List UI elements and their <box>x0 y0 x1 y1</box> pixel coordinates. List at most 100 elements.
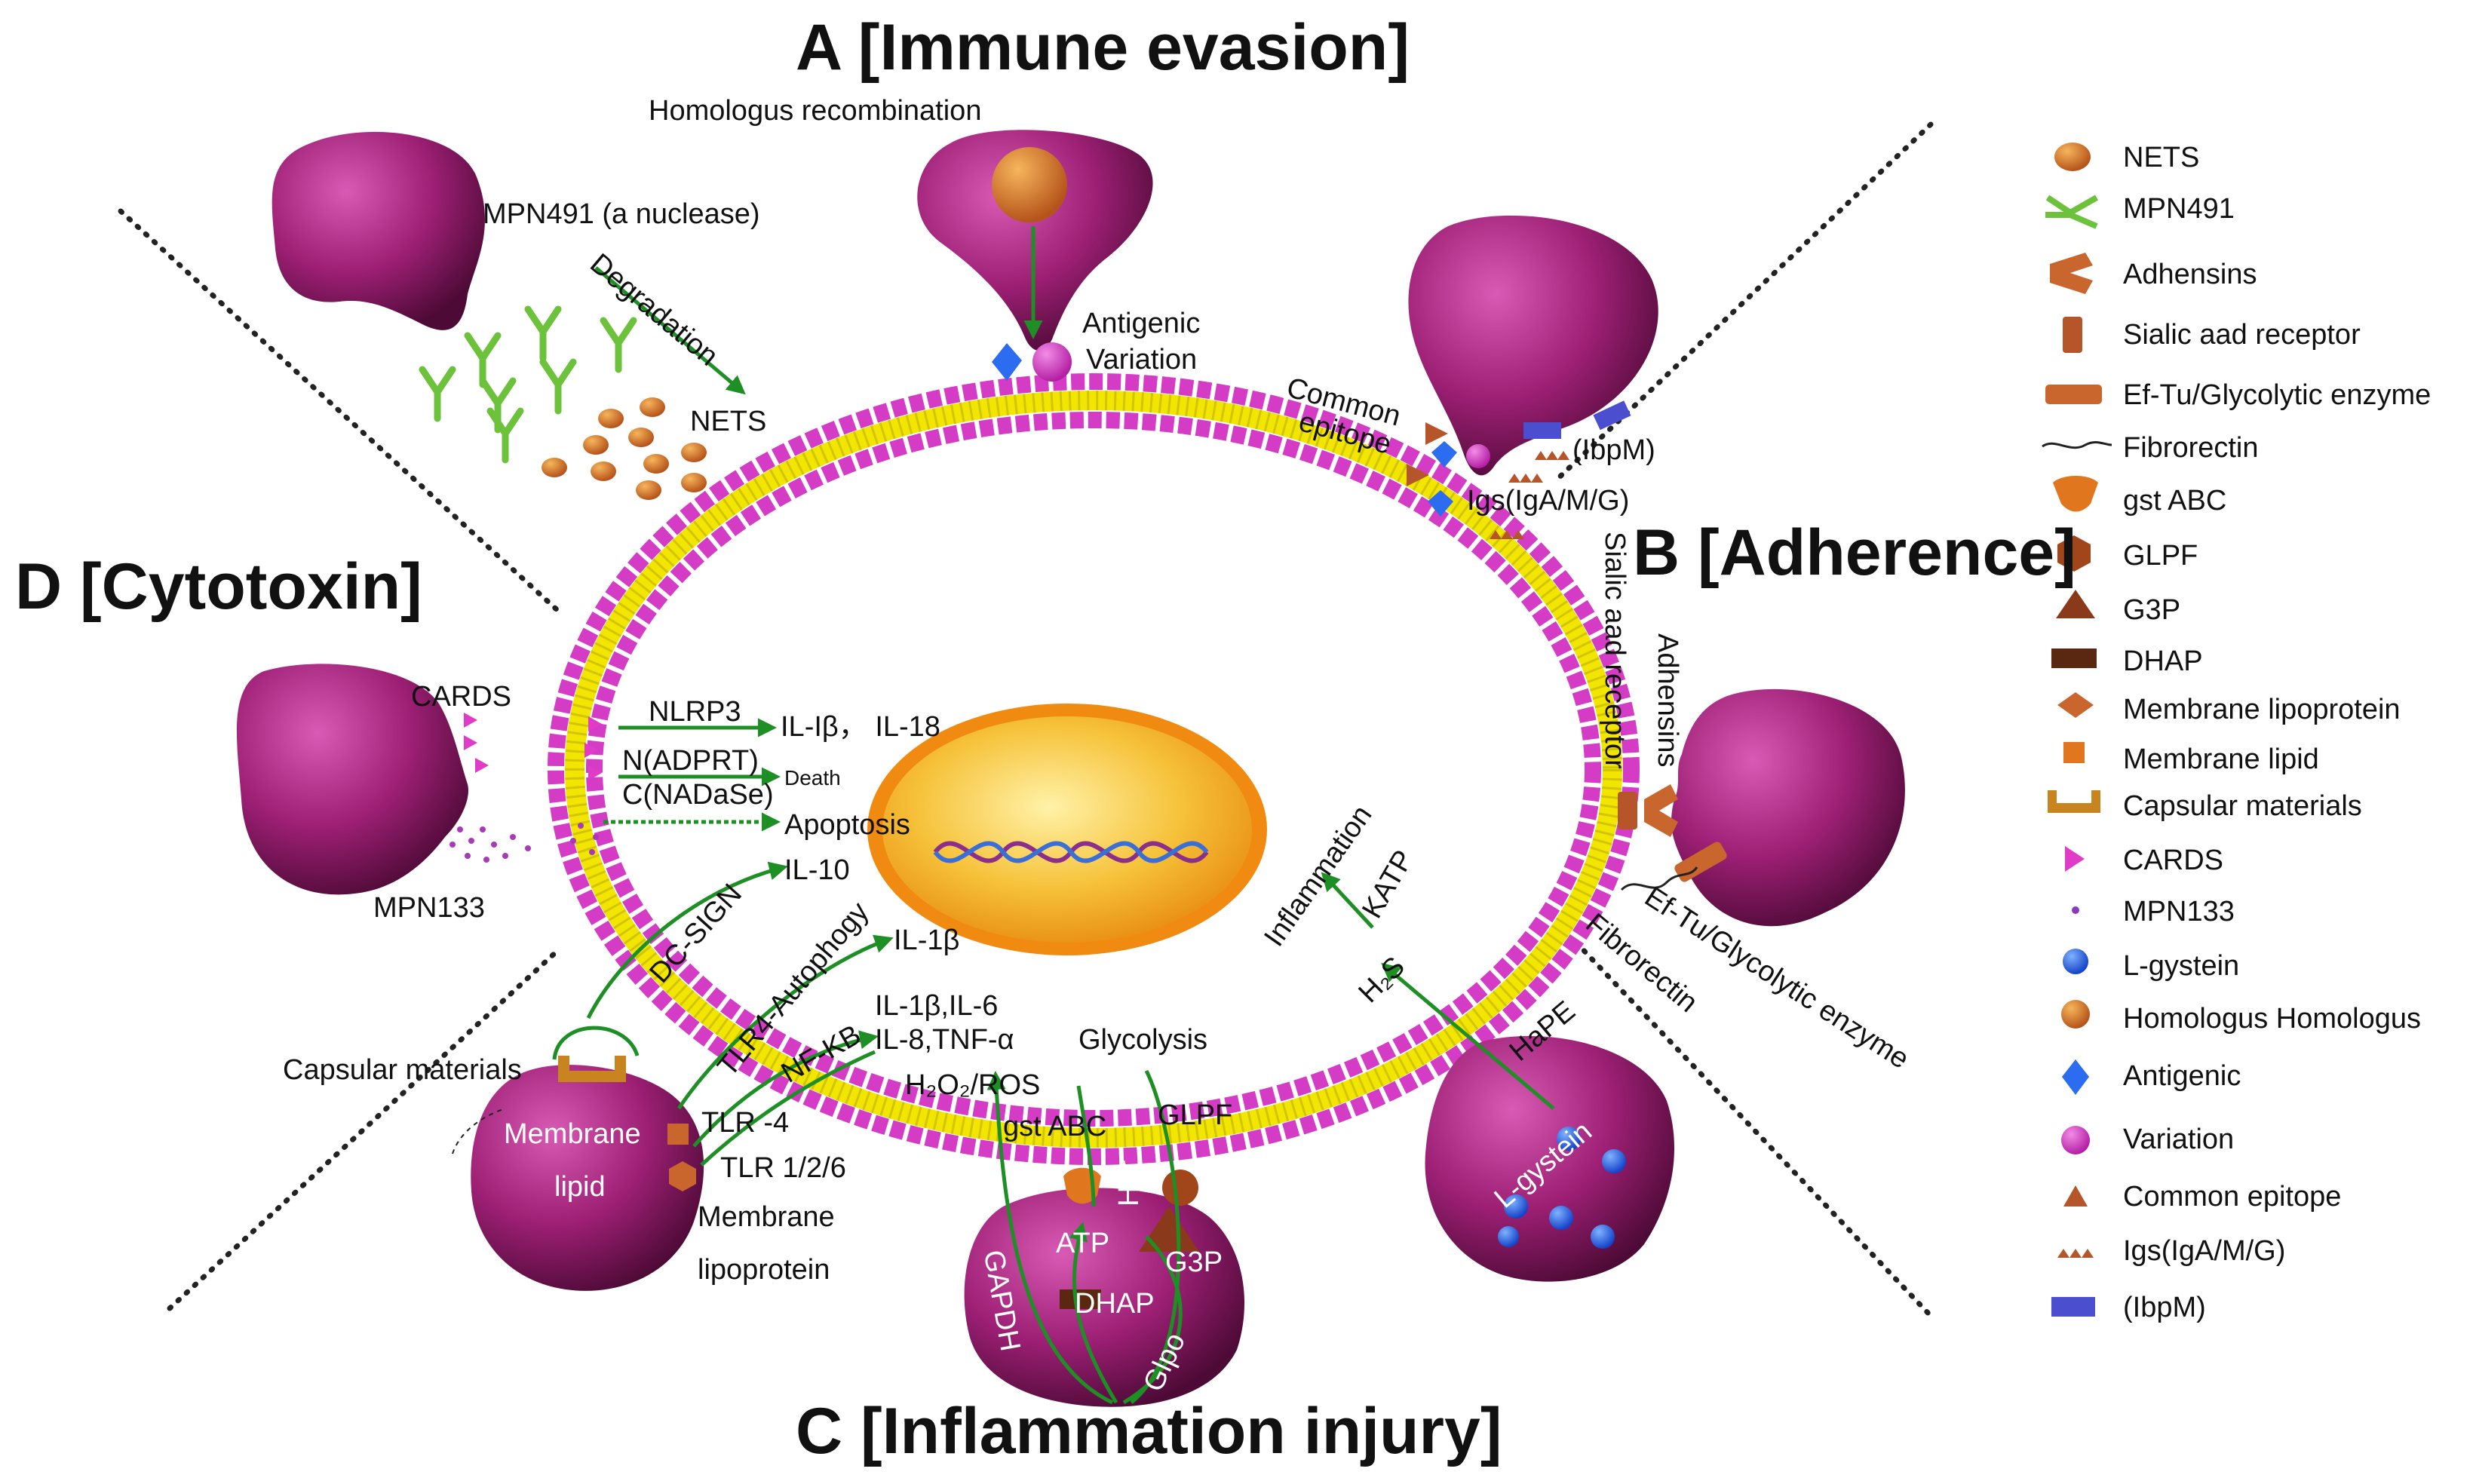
hpr-label: Hpr <box>1113 1160 1145 1207</box>
variation-icon <box>2061 1126 2090 1154</box>
ibpm-icon <box>2051 1297 2095 1317</box>
legend-label-glpf: GLPF <box>2123 540 2198 572</box>
pathogen-cell-right <box>1671 688 1905 927</box>
capsular-materials-shape <box>558 1056 626 1082</box>
sialic-receptor-icon <box>2063 317 2082 353</box>
mpn133-dots <box>449 823 599 863</box>
quadrant-dividers <box>118 121 1934 1319</box>
mpn491-cluster <box>419 305 637 464</box>
g3p-icon <box>2056 590 2095 618</box>
variation-ball <box>1032 342 1072 382</box>
legend-label-mpn133: MPN133 <box>2123 896 2235 928</box>
il1b-il18-label: IL-Iβ， IL-18 <box>781 711 940 743</box>
homologous-ball <box>992 147 1067 222</box>
membrane-lipid-label-2: lipid <box>554 1171 606 1203</box>
legend-label-common-epitope: Common epitope <box>2123 1181 2342 1213</box>
capsular-label: Capsular materials <box>283 1054 522 1086</box>
legend-label-fibrorectin: Fibrorectin <box>2123 432 2259 464</box>
mpn133-icon <box>2072 906 2079 914</box>
nlrp3-label: NLRP3 <box>649 696 741 728</box>
h2o2-label: H₂O₂/ROS <box>905 1069 1041 1101</box>
l-gystein-balls <box>1498 1127 1626 1249</box>
legend-label-antigenic: Antigenic <box>2123 1060 2241 1092</box>
legend-label-igs: Igs(IgA/M/G) <box>2123 1235 2286 1267</box>
homologous-recombination-label: Homologus recombination <box>649 95 982 127</box>
tlr126-label: TLR 1/2/6 <box>720 1152 846 1184</box>
igs-icon <box>2057 1249 2094 1258</box>
antigenic-diamond <box>992 343 1022 381</box>
dhap-label: DHAP <box>1075 1288 1155 1320</box>
nets-label: NETS <box>690 406 767 437</box>
pathogen-cell-bottom-right <box>1425 1035 1674 1282</box>
cytotoxin-arrows <box>603 718 781 832</box>
il10-label: IL-10 <box>784 854 850 886</box>
legend-label-adhensins: Adhensins <box>2123 259 2257 290</box>
legend-label-g3p: G3P <box>2123 594 2181 626</box>
legend-label-variation: Variation <box>2123 1124 2235 1155</box>
pathogen-cell-left <box>236 664 468 895</box>
tlr4-label: TLR -4 <box>701 1107 790 1139</box>
legend-label-membrane-lipoprotein: Membrane lipoprotein <box>2123 694 2401 725</box>
cards-label: CARDS <box>411 681 512 713</box>
fibrorectin-icon <box>2042 440 2112 449</box>
glycolysis-label: Glycolysis <box>1078 1024 1208 1056</box>
l-gystein-icon <box>2063 949 2088 974</box>
legend-label-nets: NETS <box>2123 142 2200 173</box>
legend-label-ef-tu: Ef-Tu/Glycolytic enzyme <box>2123 379 2432 411</box>
dhap-icon <box>2051 648 2097 668</box>
katp-arrow <box>1321 872 1374 929</box>
mpn491-label: MPN491 (a nuclease) <box>483 198 760 230</box>
cytokines-label-2: IL-8,TNF-α <box>875 1024 1014 1056</box>
membrane-lipoprotein-label-1: Membrane <box>698 1201 835 1233</box>
ef-tu-icon <box>2045 385 2102 404</box>
pathogen-cell-top-right <box>1408 215 1658 476</box>
adherence-cluster <box>1618 784 1727 891</box>
signaling-arrows <box>586 861 894 1167</box>
sialic-receptor-label: Sialic aad receptor <box>1599 532 1631 769</box>
section-d-title: D [Cytotoxin] <box>15 550 422 623</box>
nets-icon <box>2054 143 2091 171</box>
membrane-lipid-label-1: Membrane <box>504 1118 641 1150</box>
adhensins-label: Adhensins <box>1652 633 1683 768</box>
legend-label-sialic-receptor: Sialic aad receptor <box>2123 319 2361 351</box>
legend-label-capsular-materials: Capsular materials <box>2123 790 2362 822</box>
variation-label: Variation <box>1086 344 1198 376</box>
degradation-arrow <box>594 266 746 395</box>
cards-triangles <box>464 713 602 780</box>
tlr126-receptor <box>669 1161 696 1191</box>
membrane-lipoprotein-icon <box>2057 692 2094 718</box>
g3p-label: G3P <box>1165 1246 1223 1278</box>
cnadase-label: C(NADaSe) <box>622 779 774 811</box>
common-epitope-icon <box>2063 1185 2088 1207</box>
legend-label-l-gystein: L-gystein <box>2123 950 2240 982</box>
gst-abc-label: gst ABC <box>1003 1111 1107 1142</box>
pathogen-cell-bottom-left <box>471 1065 704 1291</box>
l-gystein-arrow <box>1381 962 1555 1110</box>
glpf-icon <box>2057 535 2091 572</box>
atp-label: ATP <box>1056 1228 1110 1259</box>
adhensins-icon <box>2050 253 2093 294</box>
legend-icons <box>2042 143 2112 1317</box>
legend-label-membrane-lipid: Membrane lipid <box>2123 744 2319 775</box>
mpn491-icon <box>2045 195 2098 229</box>
section-c-title: C [Inflammation injury] <box>796 1395 1502 1467</box>
section-b-title: B [Adherence] <box>1633 517 2076 589</box>
mpn133-label: MPN133 <box>373 892 485 924</box>
nets-cluster <box>542 397 707 500</box>
membrane-lipoprotein-label-2: lipoprotein <box>698 1254 830 1286</box>
legend-label-ibpm: (IbpM) <box>2123 1292 2206 1323</box>
nucleus <box>867 704 1267 955</box>
il1b-label: IL-1β <box>894 924 960 956</box>
dna-helix-icon <box>933 841 1209 863</box>
legend-label-homologous: Homologus Homologus <box>2123 1003 2421 1035</box>
legend-label-dhap: DHAP <box>2123 645 2203 677</box>
cytokines-label-1: IL-1β,IL-6 <box>875 990 999 1022</box>
ibpm-label: (IbpM) <box>1572 434 1655 466</box>
legend-label-gst-abc: gst ABC <box>2123 485 2227 517</box>
antigenic-icon <box>2062 1059 2089 1095</box>
pathogen-cell-top-left <box>272 131 485 330</box>
homologous-icon <box>2061 1000 2090 1029</box>
glycolysis-arrows <box>986 1069 1183 1405</box>
section-a-title: A [Immune evasion] <box>796 11 1410 84</box>
